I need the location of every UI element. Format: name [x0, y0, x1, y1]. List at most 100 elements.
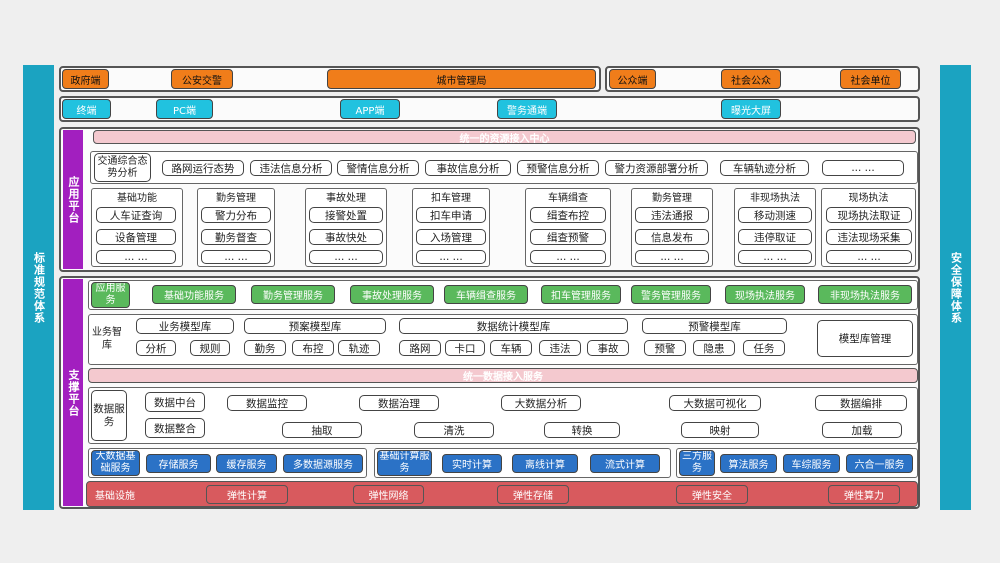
app-service-item: 基础功能服务: [152, 285, 236, 304]
app-service-item: 事故处理服务: [350, 285, 434, 304]
infrastructure-item: 弹性存储: [497, 485, 569, 504]
app-service-label: 应用服务: [91, 282, 130, 308]
module-item: ... ...: [416, 250, 486, 264]
biz-item: 分析: [136, 340, 176, 356]
base-compute-service-label: 基础计算服务: [377, 450, 432, 476]
terminal-item: PC端: [156, 99, 213, 119]
infrastructure-label: 基础设施: [88, 484, 142, 504]
support-platform-label: 支撑平台: [63, 279, 83, 506]
model-lib: 业务模型库: [136, 318, 234, 334]
base-compute-service-item: 流式计算: [590, 454, 660, 473]
module-item: 违停取证: [738, 229, 812, 245]
module-item: ... ...: [530, 250, 606, 264]
analysis-item: 车辆轨迹分析: [720, 160, 809, 176]
third-party-service-item: 车综服务: [783, 454, 840, 473]
module-title: 勤务管理: [216, 193, 256, 203]
model-lib: 数据统计模型库: [399, 318, 628, 334]
data-integrate-item: 清洗: [414, 422, 494, 438]
biz-item: 布控: [292, 340, 334, 356]
biz-item: 车辆: [490, 340, 532, 356]
data-center-label: 数据中台: [145, 392, 205, 412]
biz-item: 事故: [587, 340, 629, 356]
infrastructure-item: 弹性计算: [206, 485, 288, 504]
app-service-item: 非现场执法服务: [818, 285, 912, 304]
biz-item: 规则: [190, 340, 230, 356]
module-item: 违法通报: [635, 207, 709, 223]
module-item: 事故快处: [309, 229, 383, 245]
module-title: 勤务管理: [652, 193, 692, 203]
biz-item: 路网: [399, 340, 441, 356]
terminal-item: APP端: [340, 99, 400, 119]
biz-item: 勤务: [244, 340, 286, 356]
biz-item: 隐患: [693, 340, 735, 356]
module-title: 非现场执法: [750, 193, 800, 203]
infrastructure-item: 弹性算力: [828, 485, 900, 504]
data-integrate-item: 转换: [544, 422, 620, 438]
third-party-service-item: 算法服务: [720, 454, 777, 473]
third-party-service-item: 六合一服务: [846, 454, 913, 473]
data-center-item: 数据监控: [227, 395, 307, 411]
third-party-service-label: 三方服务: [679, 450, 715, 476]
data-service-label: 数据服务: [91, 390, 127, 441]
base-data-service-item: 存储服务: [146, 454, 211, 473]
module-title: 基础功能: [117, 193, 157, 203]
module-item: 信息发布: [635, 229, 709, 245]
biz-item: 轨迹: [338, 340, 380, 356]
analysis-item: 警力资源部署分析: [605, 160, 708, 176]
data-integrate-item: 抽取: [282, 422, 362, 438]
data-integrate-label: 数据整合: [145, 418, 205, 438]
resource-access-center-bar: 统一的资源接入中心: [93, 130, 916, 144]
terminal-item: 警务通端: [497, 99, 557, 119]
module-item: 警力分布: [201, 207, 271, 223]
model-lib: 预警模型库: [642, 318, 787, 334]
module-item: ... ...: [309, 250, 383, 264]
module-title: 事故处理: [326, 193, 366, 203]
module-item: ... ...: [635, 250, 709, 264]
base-compute-service-item: 实时计算: [442, 454, 502, 473]
data-service-row: [88, 387, 918, 444]
biz-lib-label: 业务智库: [92, 327, 122, 351]
module-item: 人车证查询: [96, 207, 176, 223]
gov-label: 政府端: [62, 69, 109, 89]
module-item: ... ...: [738, 250, 812, 264]
app-service-item: 现场执法服务: [725, 285, 805, 304]
public-item: 社会单位: [840, 69, 901, 89]
base-compute-service-item: 离线计算: [512, 454, 578, 473]
module-item: ... ...: [96, 250, 176, 264]
module-item: 入场管理: [416, 229, 486, 245]
public-item: 社会公众: [721, 69, 781, 89]
gov-item: 公安交警: [171, 69, 233, 89]
data-access-bar: 统一数据接入服务: [88, 368, 918, 383]
app-platform-label: 应用平台: [63, 130, 83, 269]
module-item: 移动测速: [738, 207, 812, 223]
module-item: ... ...: [201, 250, 271, 264]
biz-item: 任务: [743, 340, 785, 356]
module-item: ... ...: [826, 250, 912, 264]
module-title: 现场执法: [848, 193, 889, 203]
app-service-item: 扣车管理服务: [541, 285, 621, 304]
app-service-item: 勤务管理服务: [251, 285, 335, 304]
analysis-item: 路网运行态势: [162, 160, 244, 176]
terminal-label: 终端: [62, 99, 111, 119]
gov-item: 城市管理局: [327, 69, 596, 89]
base-data-service-item: 缓存服务: [216, 454, 277, 473]
analysis-title: 交通综合态势分析: [94, 153, 151, 182]
analysis-item: 预警信息分析: [517, 160, 599, 176]
model-lib-manage: 模型库管理: [817, 320, 913, 357]
analysis-item: 事故信息分析: [425, 160, 511, 176]
data-integrate-item: 加载: [822, 422, 902, 438]
biz-item: 预警: [644, 340, 686, 356]
app-service-item: 车辆缉查服务: [444, 285, 528, 304]
module-item: 现场执法取证: [826, 207, 912, 223]
security-system-bar: 安全保障体系: [940, 65, 971, 510]
infrastructure-item: 弹性网络: [353, 485, 424, 504]
model-lib: 预案模型库: [244, 318, 386, 334]
data-center-item: 大数据分析: [501, 395, 581, 411]
biz-item: 卡口: [445, 340, 485, 356]
module-item: 缉查布控: [530, 207, 606, 223]
infrastructure-item: 弹性安全: [676, 485, 748, 504]
base-data-service-label: 大数据基础服务: [91, 450, 140, 476]
standard-system-bar: 标准规范体系: [23, 65, 54, 510]
data-integrate-item: 映射: [681, 422, 759, 438]
data-center-item: 数据治理: [359, 395, 439, 411]
